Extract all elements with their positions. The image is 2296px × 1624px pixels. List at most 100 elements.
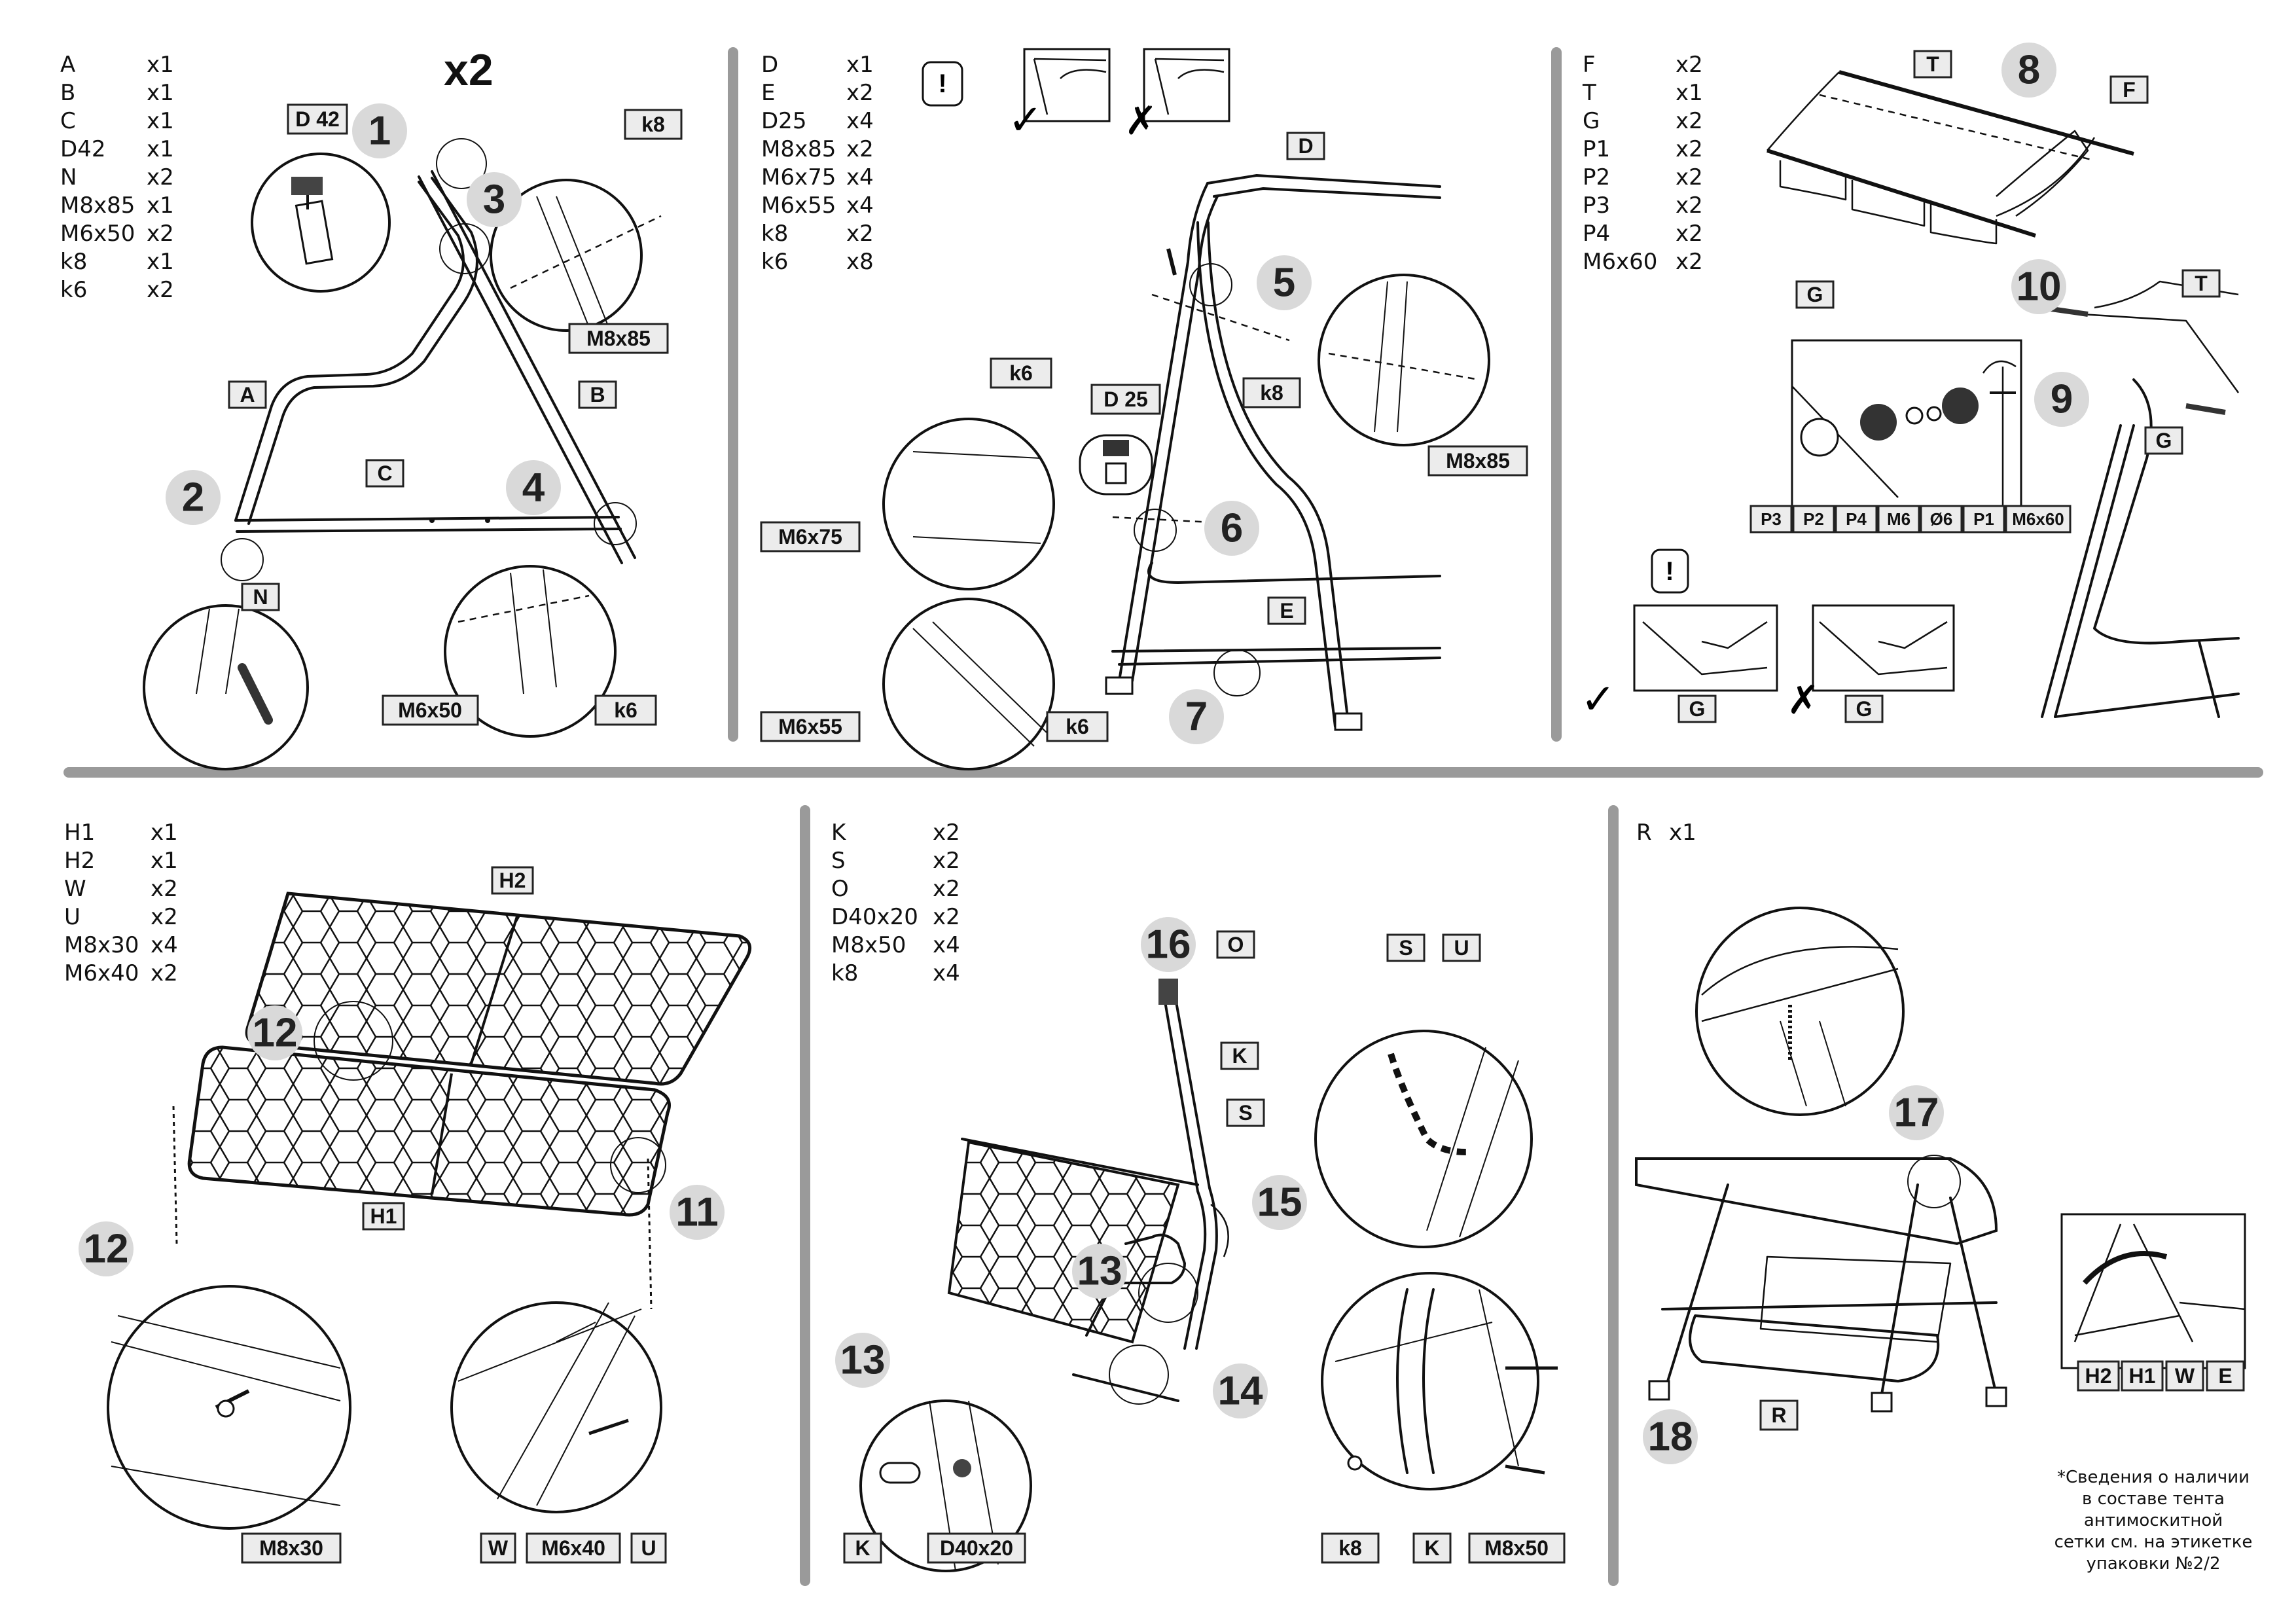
part-qty: x2 bbox=[1676, 249, 1703, 275]
label-d: D bbox=[1286, 132, 1325, 160]
step-number-3: 3 bbox=[467, 172, 522, 227]
step-number-10: 10 bbox=[2011, 259, 2066, 314]
label-r: R bbox=[1759, 1399, 1799, 1431]
label-k6: k6 bbox=[990, 357, 1052, 389]
svg-text:4: 4 bbox=[522, 465, 545, 511]
label-m8x85: M8x85 bbox=[568, 323, 669, 354]
part-qty: x4 bbox=[846, 164, 874, 190]
label-d25: D 25 bbox=[1090, 384, 1161, 415]
label-g-4: G bbox=[1844, 695, 1884, 723]
part-name: D25 bbox=[761, 108, 806, 134]
quantity-multiplier: x2 bbox=[444, 45, 493, 95]
label-k8: k8 bbox=[1321, 1532, 1380, 1564]
part-qty: x2 bbox=[147, 221, 174, 247]
svg-text:k6: k6 bbox=[614, 698, 637, 722]
svg-text:10: 10 bbox=[2017, 264, 2062, 310]
svg-text:W: W bbox=[488, 1536, 509, 1560]
part-qty: x4 bbox=[151, 932, 178, 958]
svg-text:M6x50: M6x50 bbox=[398, 698, 462, 722]
incorrect-example-thumbnail bbox=[1143, 48, 1230, 122]
part-qty: x2 bbox=[151, 876, 178, 902]
label-k8: k8 bbox=[1242, 377, 1301, 408]
part-name: B bbox=[60, 80, 75, 106]
svg-text:14: 14 bbox=[1218, 1369, 1263, 1414]
part-name: M8x85 bbox=[761, 136, 836, 162]
part-name: F bbox=[1583, 52, 1596, 78]
label-u: U bbox=[630, 1532, 667, 1564]
label-e: E bbox=[2206, 1360, 2245, 1392]
step-number-13: 13 bbox=[1072, 1244, 1127, 1299]
label-f: F bbox=[2109, 75, 2149, 104]
part-name: k6 bbox=[60, 277, 87, 303]
label-b: B bbox=[578, 380, 617, 409]
svg-text:13: 13 bbox=[840, 1338, 886, 1383]
svg-text:D: D bbox=[1298, 134, 1313, 158]
detail-box-net bbox=[2060, 1213, 2246, 1369]
step-number-7: 7 bbox=[1169, 689, 1224, 744]
part-qty: x2 bbox=[846, 80, 874, 106]
part-name: M6x40 bbox=[64, 960, 139, 986]
svg-text:7: 7 bbox=[1185, 695, 1208, 740]
part-qty: x1 bbox=[147, 249, 174, 275]
svg-text:2: 2 bbox=[182, 475, 204, 520]
svg-text:k8: k8 bbox=[1338, 1536, 1362, 1560]
step-number-16: 16 bbox=[1141, 917, 1196, 972]
part-name: O bbox=[831, 876, 849, 902]
step-number-14: 14 bbox=[1213, 1363, 1268, 1418]
svg-text:3: 3 bbox=[483, 177, 505, 223]
part-qty: x2 bbox=[151, 960, 178, 986]
part-qty: x1 bbox=[151, 848, 178, 874]
step-number-12-detail: 12 bbox=[79, 1221, 134, 1276]
part-qty: x2 bbox=[147, 277, 174, 303]
part-name: k6 bbox=[761, 249, 788, 275]
side-stand-drawing bbox=[1105, 174, 1441, 731]
label-d42: D 42 bbox=[287, 103, 348, 135]
part-qty: x4 bbox=[933, 932, 960, 958]
part-name: k8 bbox=[60, 249, 87, 275]
part-qty: x2 bbox=[933, 848, 960, 874]
svg-text:M6: M6 bbox=[1887, 509, 1910, 529]
svg-text:E: E bbox=[1280, 599, 1293, 623]
svg-text:S: S bbox=[1399, 936, 1412, 960]
svg-text:S: S bbox=[1238, 1101, 1252, 1125]
svg-text:P3: P3 bbox=[1761, 509, 1782, 529]
svg-text:8: 8 bbox=[2018, 48, 2040, 93]
svg-text:k8: k8 bbox=[1260, 381, 1283, 405]
svg-text:U: U bbox=[641, 1536, 656, 1560]
detail-circle-5 bbox=[1318, 274, 1490, 446]
part-qty: x2 bbox=[933, 820, 960, 846]
svg-text:D40x20: D40x20 bbox=[940, 1536, 1013, 1560]
label-k: K bbox=[1220, 1041, 1259, 1070]
part-qty: x2 bbox=[846, 136, 874, 162]
part-name: G bbox=[1583, 108, 1600, 134]
part-name: M8x85 bbox=[60, 192, 135, 219]
detail-circle-2 bbox=[143, 604, 309, 770]
label-s: S bbox=[1226, 1098, 1265, 1127]
warning-icon: ! bbox=[922, 61, 963, 107]
incorrect-mount-thumbnail bbox=[1812, 604, 1955, 692]
label-o: O bbox=[1216, 930, 1255, 959]
part-name: W bbox=[64, 876, 86, 902]
svg-text:G: G bbox=[2156, 429, 2172, 452]
svg-text:M6x55: M6x55 bbox=[778, 715, 842, 738]
part-qty: x8 bbox=[846, 249, 874, 275]
detail-circle-3 bbox=[490, 179, 643, 332]
label-k8: k8 bbox=[624, 109, 683, 140]
part-qty: x2 bbox=[846, 221, 874, 247]
part-qty: x2 bbox=[1676, 108, 1703, 134]
svg-text:R: R bbox=[1771, 1403, 1786, 1427]
svg-text:H1: H1 bbox=[370, 1204, 397, 1228]
svg-text:M6x60: M6x60 bbox=[2012, 509, 2064, 529]
svg-text:C: C bbox=[377, 461, 392, 485]
step-number-11: 11 bbox=[670, 1185, 725, 1240]
part-qty: x4 bbox=[933, 960, 960, 986]
part-name: M8x30 bbox=[64, 932, 139, 958]
svg-text:k6: k6 bbox=[1009, 361, 1033, 385]
part-name: M6x60 bbox=[1583, 249, 1657, 275]
